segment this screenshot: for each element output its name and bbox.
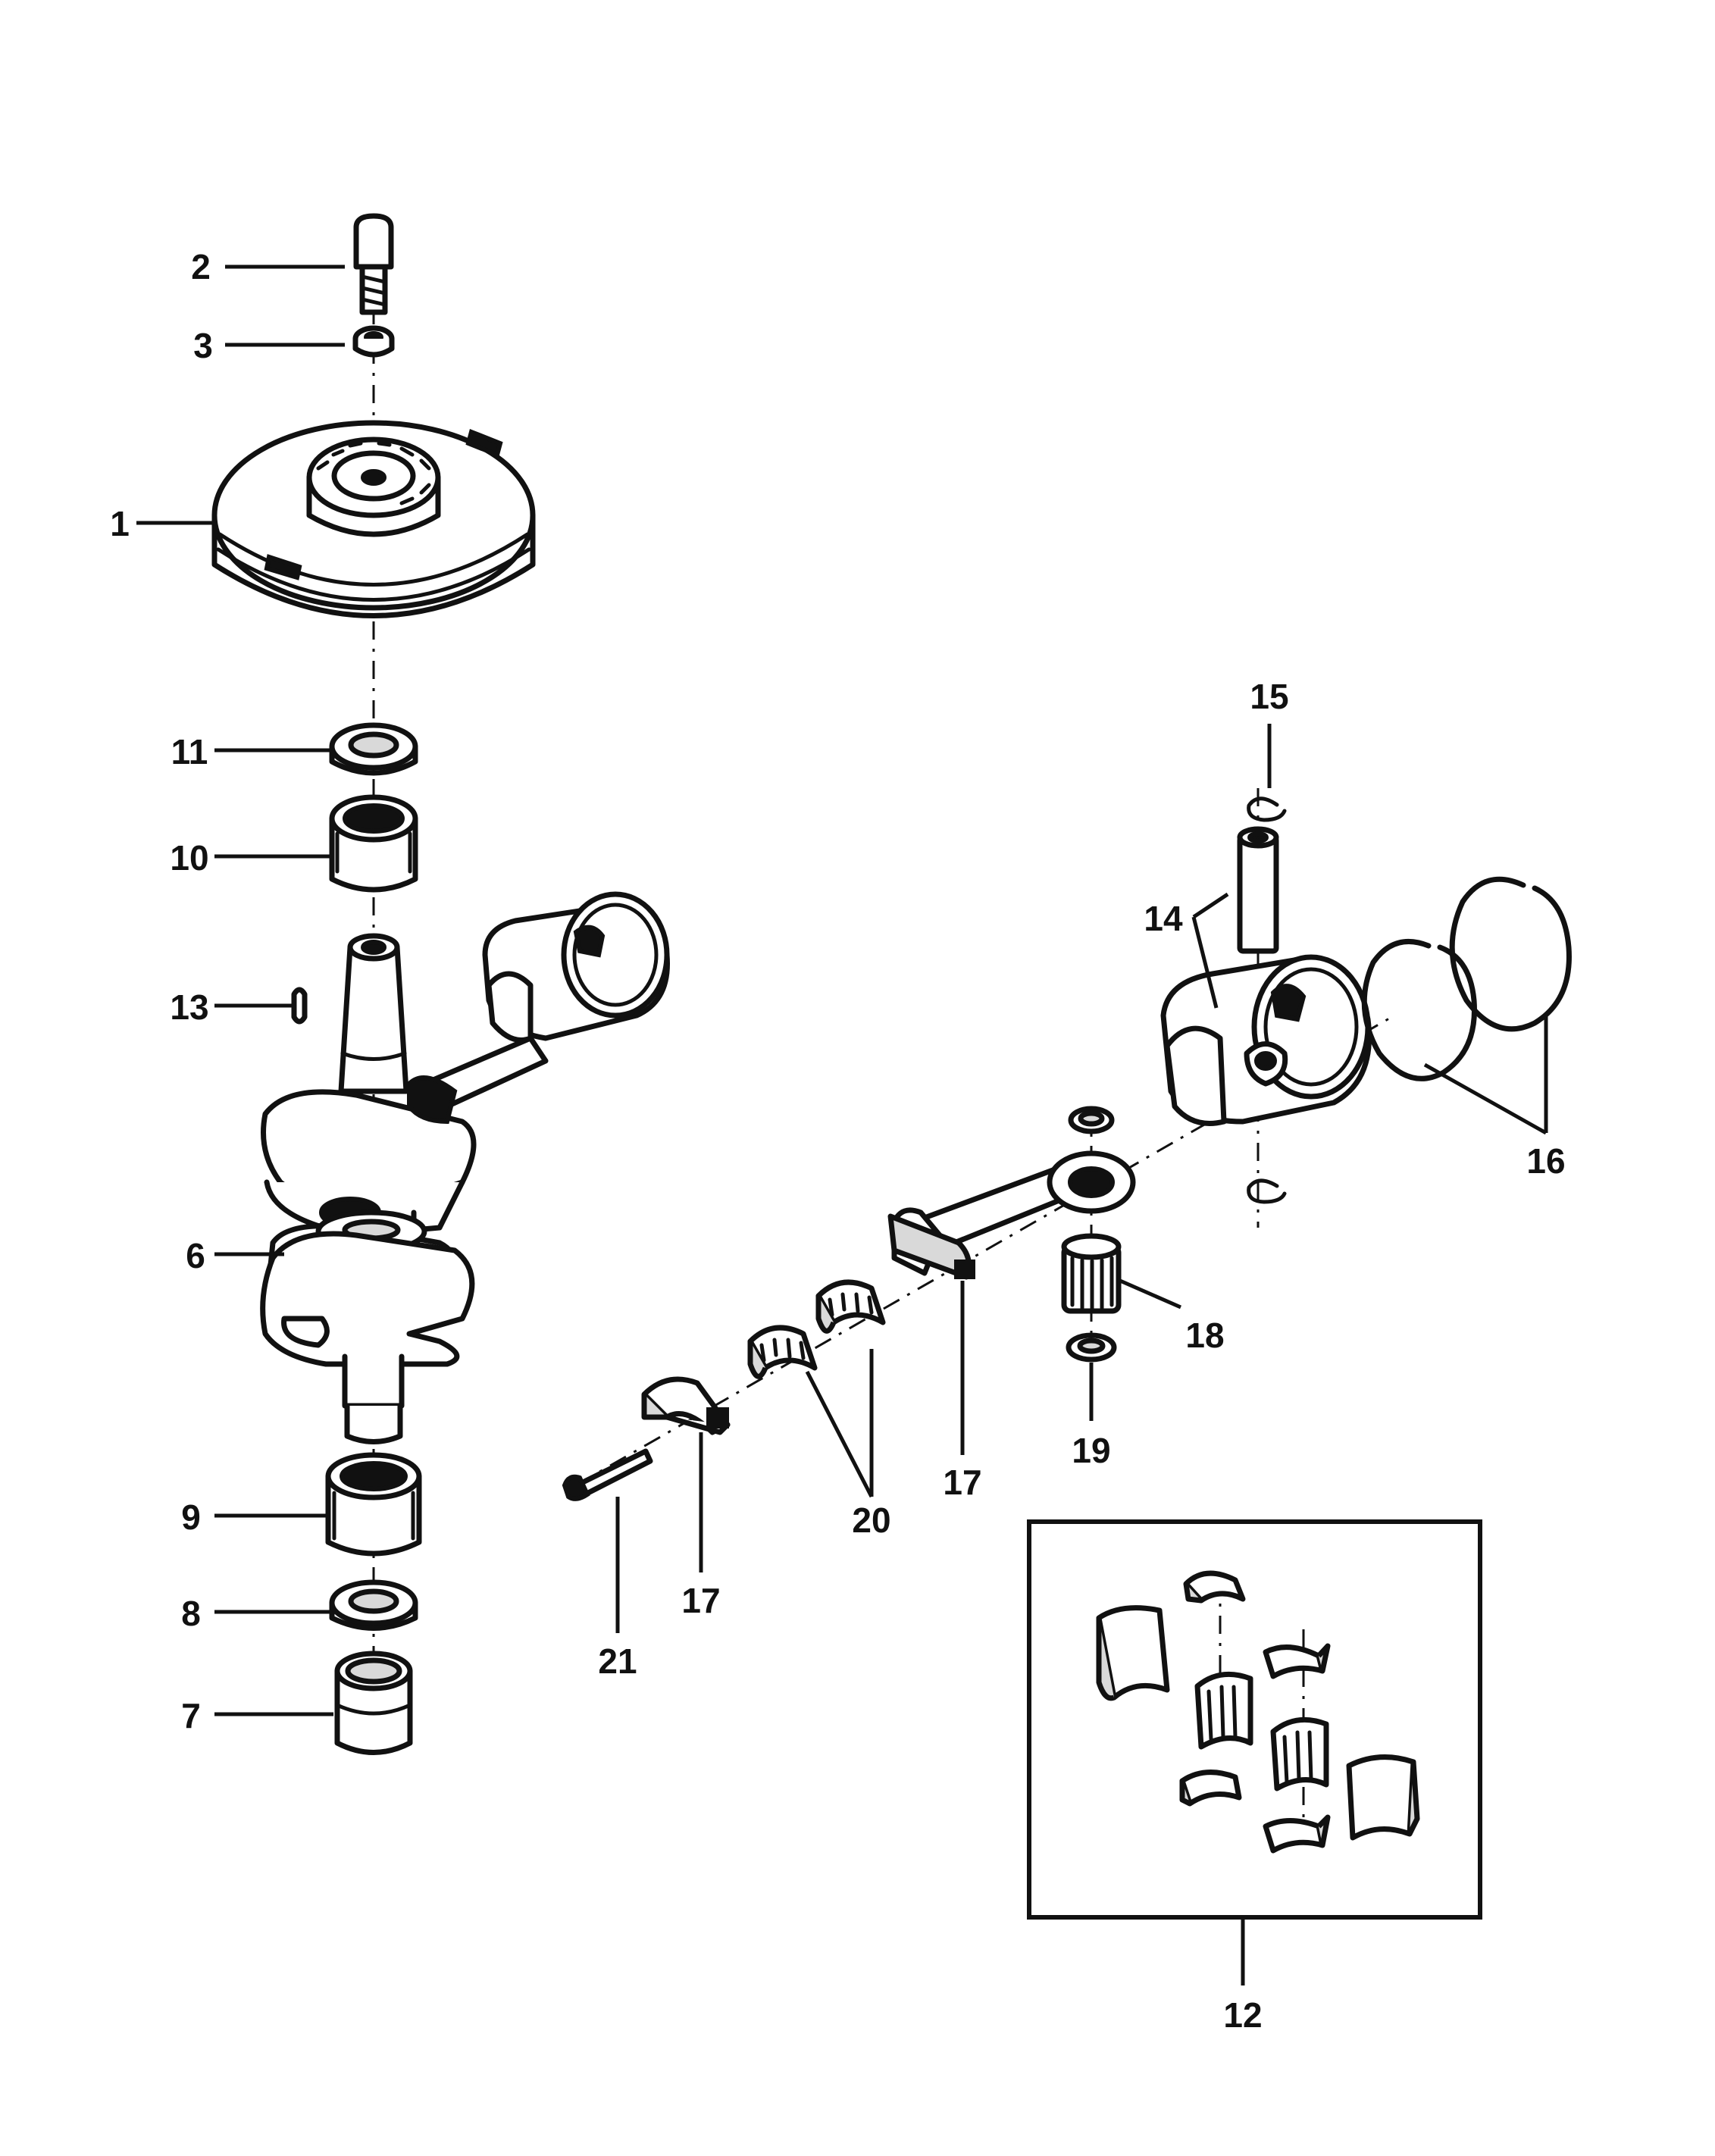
piston-pin (1237, 826, 1279, 954)
piston-pin-circlip-upper (1247, 796, 1287, 822)
upper-bearing (329, 794, 418, 893)
crankshaft-assembly (260, 891, 670, 1444)
callout-17-cap: 17 (681, 1581, 720, 1620)
callout-7: 7 (181, 1696, 201, 1735)
needle-bearing (1061, 1233, 1122, 1314)
rod-cap (641, 1376, 731, 1435)
rod-bearing-halves (747, 1279, 886, 1379)
piston-pin-circlip-lower (1247, 1178, 1287, 1204)
lower-bearing (325, 1452, 422, 1557)
callout-17-rod: 17 (943, 1463, 981, 1502)
callout-labels: 2 3 1 11 10 13 6 9 8 7 15 14 16 18 19 17… (110, 247, 1565, 2035)
flywheel-bolt (353, 213, 394, 315)
callout-6: 6 (186, 1236, 205, 1275)
callout-10: 10 (170, 838, 208, 878)
callout-16: 16 (1526, 1141, 1565, 1181)
seal-lower (329, 1579, 418, 1631)
callout-14: 14 (1144, 899, 1183, 938)
callout-11: 11 (171, 732, 208, 771)
bearing-kit-inset (1027, 1519, 1482, 1920)
bearing-sleeve (334, 1651, 413, 1755)
seal-washer-upper (329, 722, 418, 776)
woodruff-key (291, 987, 308, 1025)
callout-13: 13 (170, 987, 208, 1027)
piston-rings (1361, 876, 1572, 1081)
piston (1160, 954, 1372, 1126)
thrust-washer (1066, 1332, 1117, 1363)
callout-15: 15 (1250, 677, 1288, 716)
callout-19: 19 (1072, 1431, 1110, 1470)
callout-3: 3 (193, 326, 213, 365)
callout-12: 12 (1223, 1995, 1262, 2035)
flywheel-washer (352, 325, 395, 358)
callout-1: 1 (110, 504, 130, 543)
callout-8: 8 (181, 1594, 201, 1633)
leader-lines (136, 264, 1548, 1985)
callout-18: 18 (1185, 1316, 1224, 1355)
callout-9: 9 (181, 1497, 201, 1537)
callout-20: 20 (852, 1500, 890, 1540)
rod-cap-screw (562, 1448, 653, 1501)
bearing-kit-parts (1096, 1570, 1420, 1854)
connecting-rod (887, 1150, 1136, 1280)
callout-2: 2 (191, 247, 211, 286)
callout-21: 21 (598, 1641, 637, 1681)
thrust-washer-upper (1068, 1106, 1115, 1134)
flywheel (211, 420, 536, 618)
